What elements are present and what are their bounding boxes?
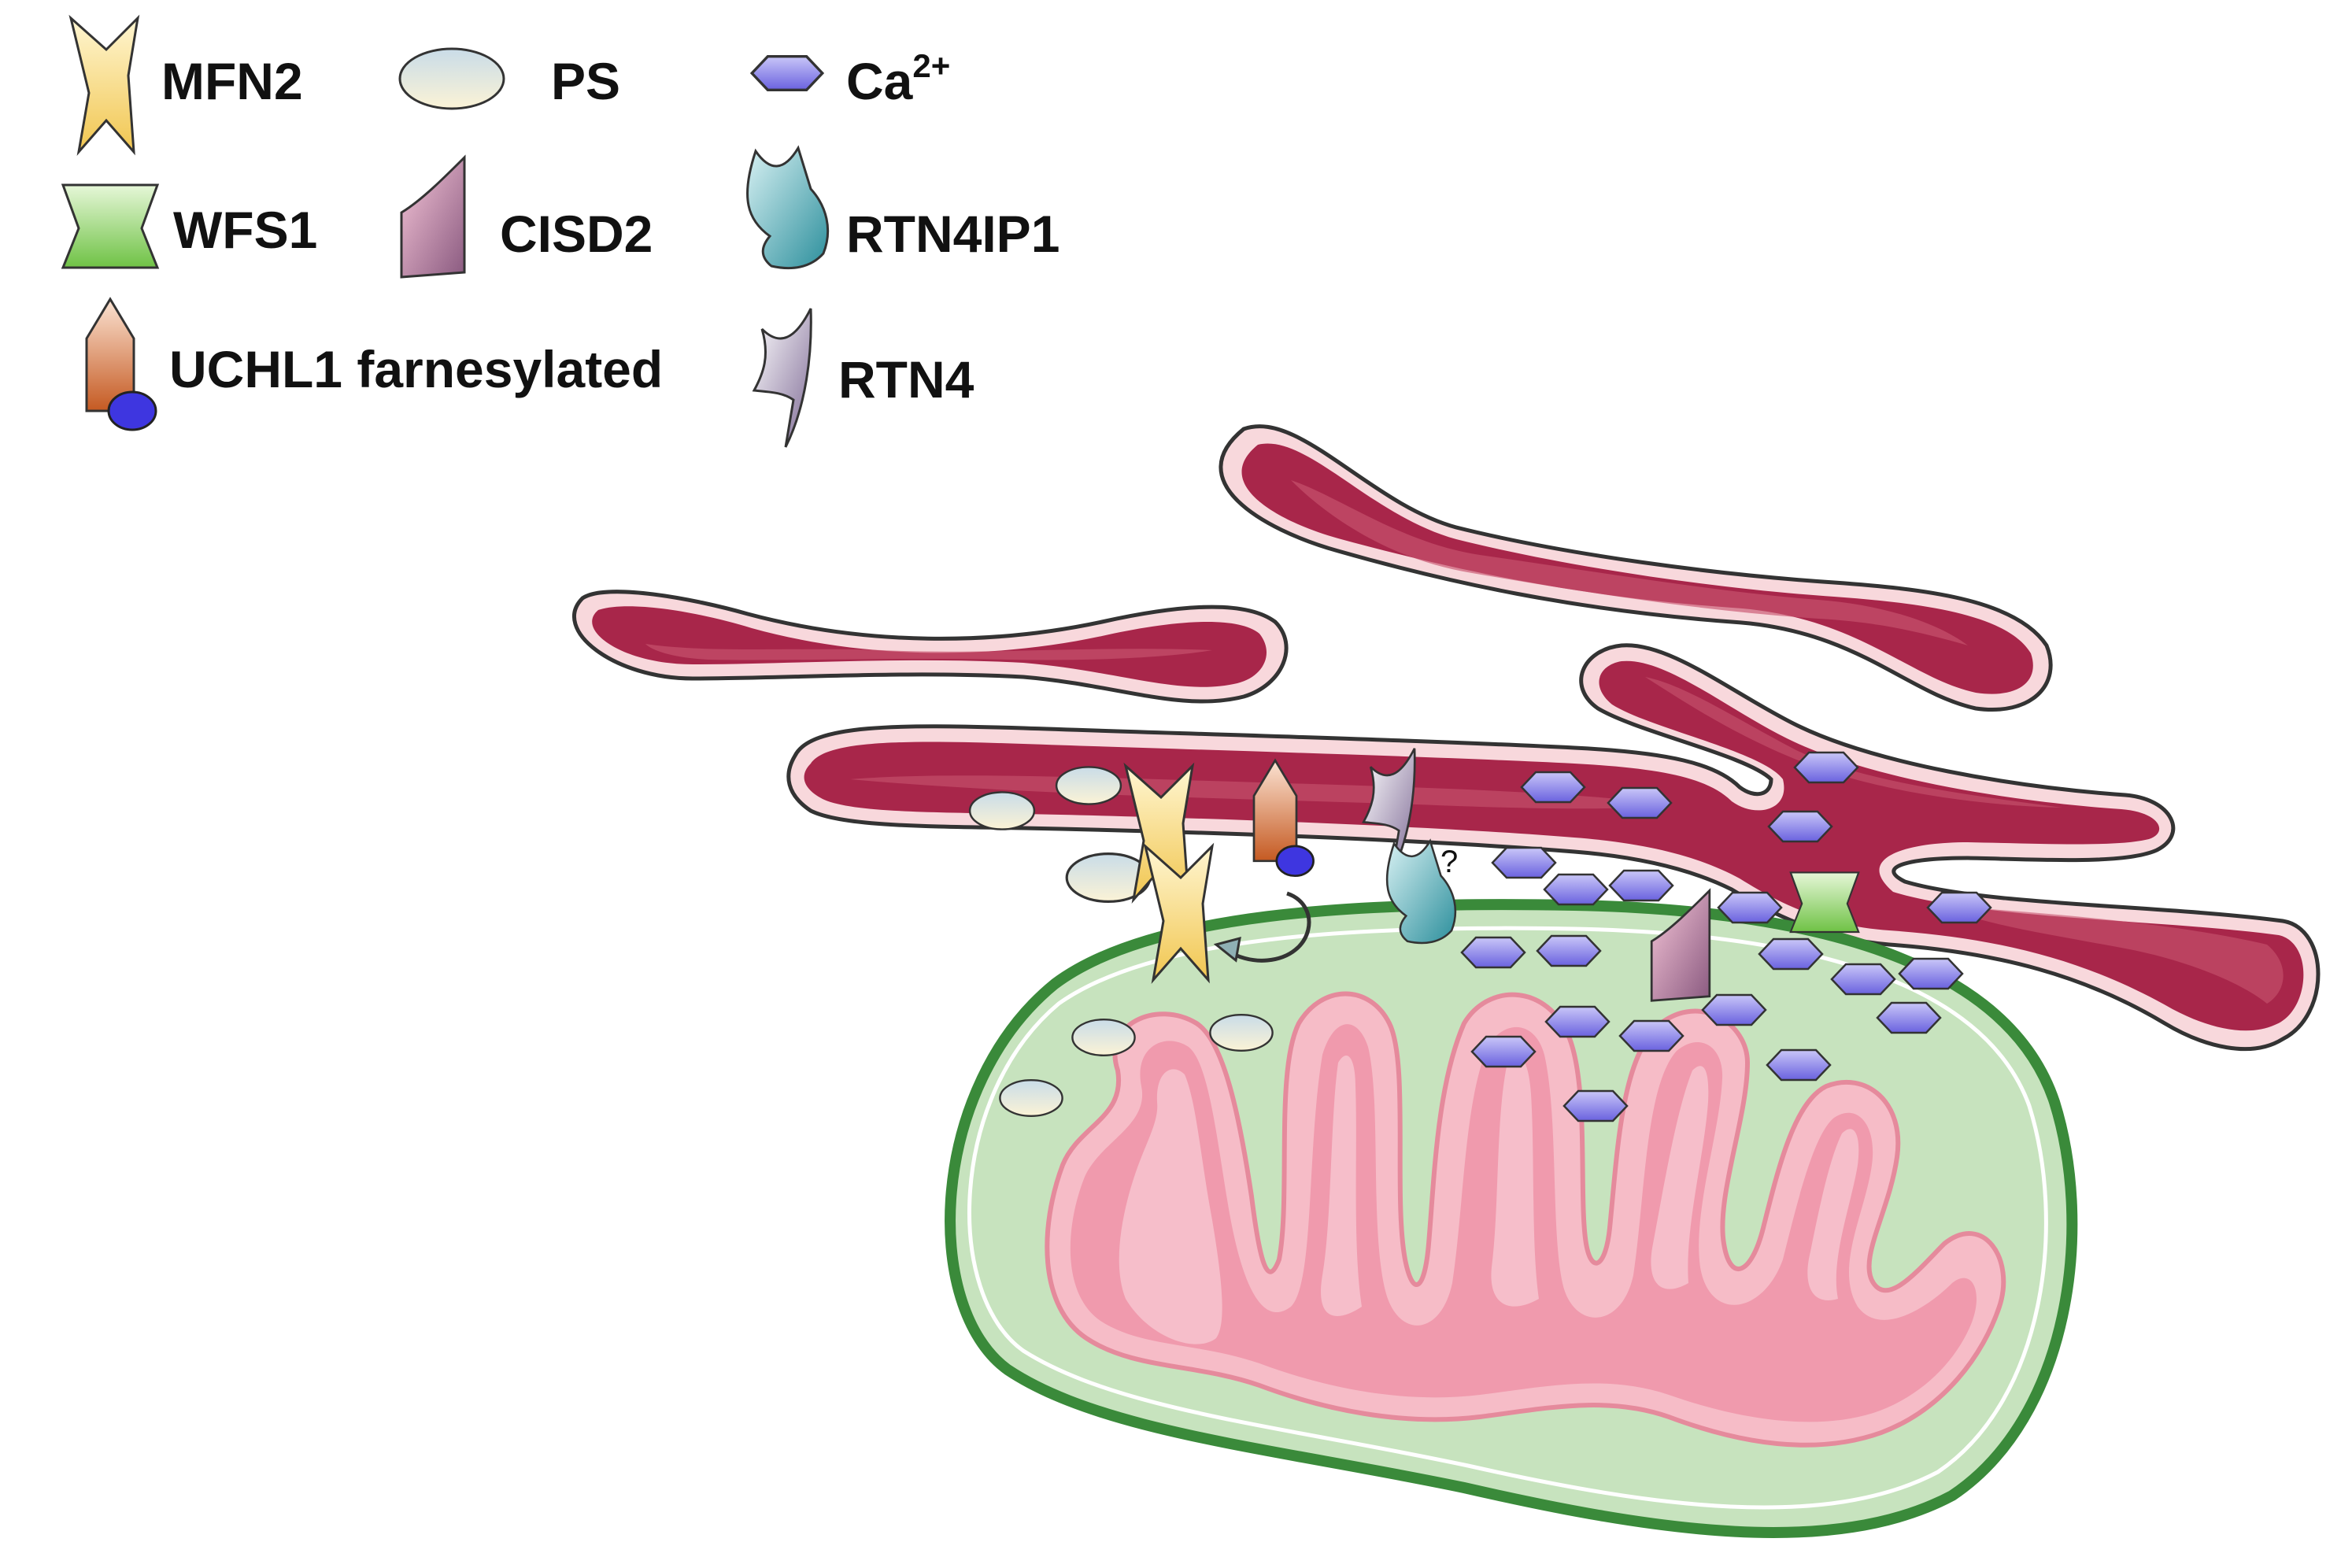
legend-label-cisd2: CISD2 <box>500 205 653 263</box>
ca-ion <box>1470 1035 1537 1068</box>
legend-label-uchl1: UCHL1 farnesylated <box>169 340 663 398</box>
uchl1 <box>1252 759 1315 878</box>
legend: MFN2 PS Ca2+ WFS1 CISD2 RTN4IP1 UCHL1 fa… <box>61 17 1060 449</box>
ca-ion <box>1717 891 1783 924</box>
legend-mfn2-icon <box>69 17 139 153</box>
legend-uchl1-icon <box>85 298 157 431</box>
er-cisterna-top <box>1219 424 2053 712</box>
legend-rtn4-icon <box>753 307 812 449</box>
wfs1 <box>1789 871 1860 934</box>
legend-ps-icon <box>398 47 505 110</box>
ca-ion <box>1544 1005 1611 1038</box>
mito-cristae <box>1045 991 2006 1448</box>
ps-lipid <box>1071 1018 1136 1057</box>
ca-ion <box>1793 751 1859 784</box>
legend-label-rtn4ip1: RTN4IP1 <box>846 205 1060 263</box>
ca-ion <box>1898 957 1964 990</box>
ca-ion <box>1926 891 1992 924</box>
ps-lipid <box>968 791 1036 830</box>
ca-ion <box>1562 1089 1629 1122</box>
legend-label-rtn4: RTN4 <box>838 350 974 409</box>
curved-arrow <box>1213 891 1311 963</box>
ca-ion <box>1608 869 1674 902</box>
ca-ion <box>1460 936 1526 969</box>
ca-ion <box>1491 846 1557 879</box>
ps-lipid <box>1209 1013 1274 1052</box>
legend-rtn4ip1-icon <box>746 146 830 270</box>
question-mark: ? <box>1440 845 1458 879</box>
legend-cisd2-icon <box>400 156 466 279</box>
endoplasmic-reticulum <box>572 424 2321 1052</box>
ca-ion <box>1767 810 1833 843</box>
ca-ion <box>1876 1001 1942 1034</box>
ps-lipid <box>999 1078 1063 1118</box>
ca-ion <box>1543 873 1609 906</box>
legend-label-ps: PS <box>551 52 620 110</box>
mitochondrion <box>945 899 2078 1538</box>
ca-ion <box>1618 1019 1684 1052</box>
legend-label-mfn2: MFN2 <box>161 52 303 110</box>
legend-label-ca: Ca2+ <box>846 47 950 110</box>
legend-ca-icon <box>750 55 824 91</box>
legend-label-wfs1: WFS1 <box>173 201 317 259</box>
legend-wfs1-icon <box>61 183 159 269</box>
ca-ion <box>1766 1048 1832 1082</box>
ca-ion <box>1830 963 1896 996</box>
ca-ion <box>1701 993 1767 1026</box>
ca-ion <box>1520 771 1586 804</box>
er-cisterna-left <box>572 590 1289 704</box>
ca-ion <box>1536 934 1602 967</box>
legend-label-ca-charge: 2+ <box>912 47 950 84</box>
ca-ion <box>1607 786 1673 819</box>
ps-lipid <box>1055 766 1122 805</box>
ca-ion <box>1758 937 1824 971</box>
